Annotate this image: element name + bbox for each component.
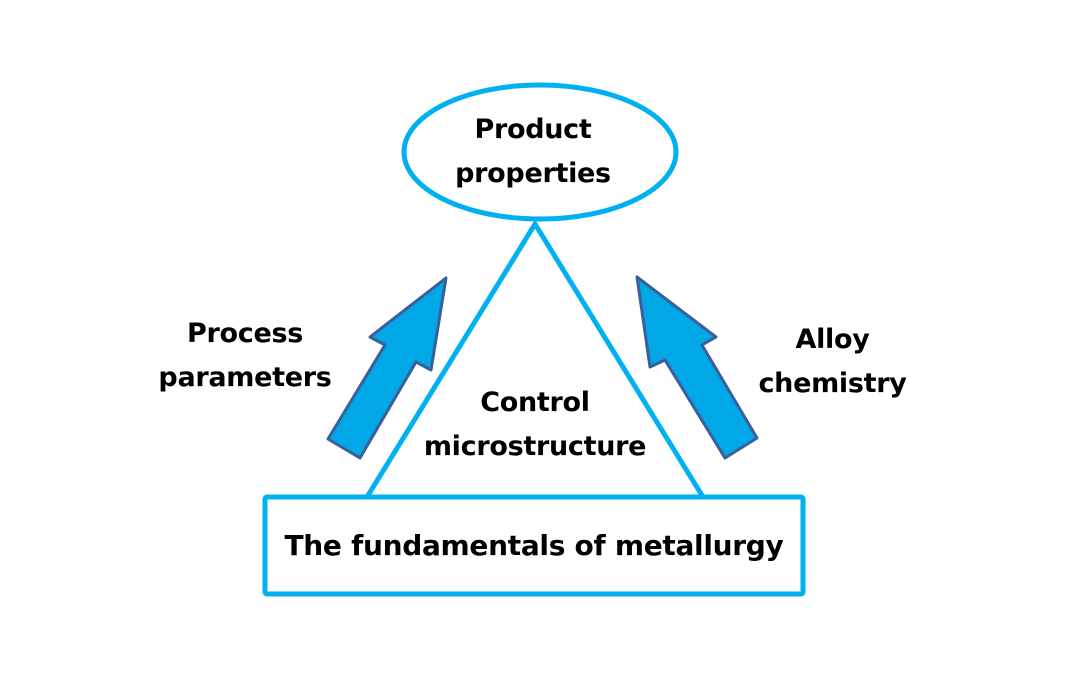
product-properties-label: Product properties bbox=[433, 108, 633, 196]
product-properties-line-1: Product bbox=[474, 114, 592, 145]
fundamentals-box bbox=[262, 494, 806, 597]
process-parameters-line-1: Process bbox=[186, 318, 303, 349]
process-parameters-label: Process parameters bbox=[140, 312, 350, 400]
control-microstructure-label: Control microstructure bbox=[405, 381, 665, 469]
arrow-up-left-icon bbox=[635, 275, 759, 460]
arrow-up-right-icon bbox=[326, 276, 448, 460]
alloy-chemistry-label: Alloy chemistry bbox=[745, 318, 920, 406]
control-microstructure-line-2: microstructure bbox=[423, 431, 647, 462]
alloy-chemistry-line-2: chemistry bbox=[758, 368, 907, 399]
fundamentals-text: The fundamentals of metallurgy bbox=[284, 529, 784, 562]
product-properties-ellipse bbox=[401, 82, 679, 222]
alloy-chemistry-line-1: Alloy bbox=[795, 324, 870, 355]
product-properties-line-2: properties bbox=[455, 158, 611, 189]
fundamentals-label: The fundamentals of metallurgy bbox=[263, 524, 805, 568]
control-microstructure-line-1: Control bbox=[480, 387, 590, 418]
process-parameters-line-2: parameters bbox=[158, 362, 332, 393]
